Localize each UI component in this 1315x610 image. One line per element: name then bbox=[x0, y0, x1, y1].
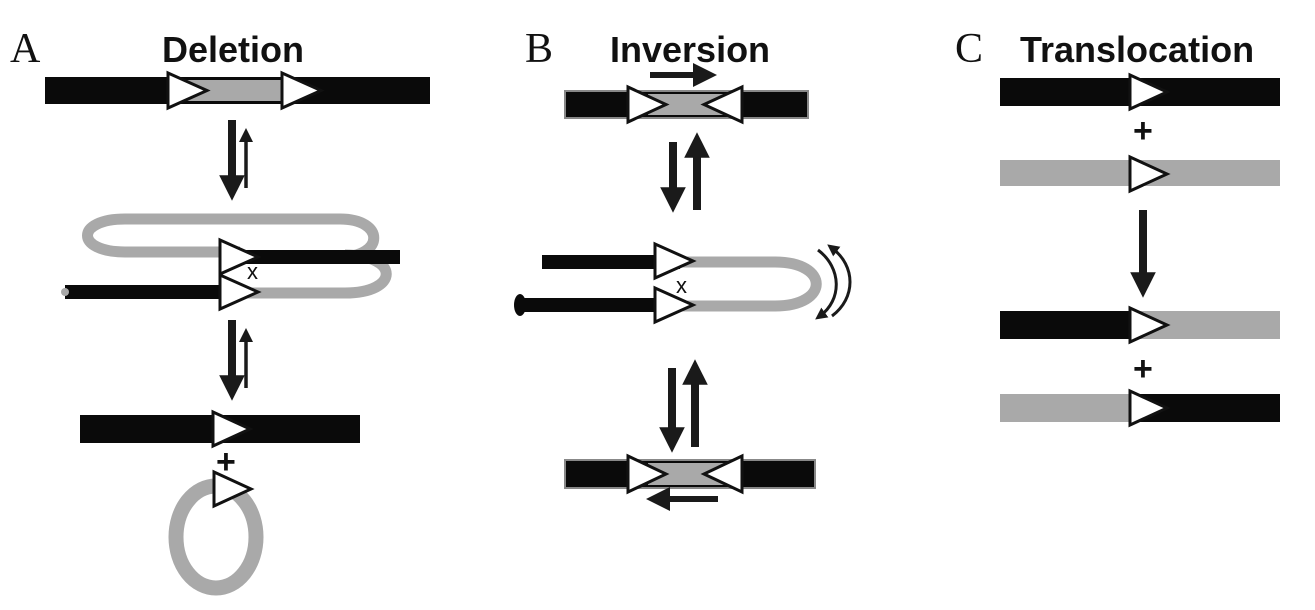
plus-sign: + bbox=[216, 443, 236, 481]
site-triangle-icon bbox=[1128, 305, 1171, 345]
deletion-substrate bbox=[45, 70, 430, 111]
site-triangle-icon bbox=[700, 84, 744, 125]
site-triangle-icon bbox=[653, 241, 697, 281]
inversion-equilibrium-arrows-2 bbox=[659, 359, 708, 453]
inversion-substrate bbox=[564, 63, 809, 125]
plus-sign: + bbox=[1133, 112, 1153, 150]
panel-translocation: C Translocation + + bbox=[955, 26, 1280, 428]
site-triangle-icon bbox=[626, 84, 670, 125]
panel-letter-c: C bbox=[955, 26, 983, 72]
panel-letter-b: B bbox=[525, 26, 553, 72]
site-triangle-icon bbox=[1128, 388, 1171, 428]
deletion-products: + bbox=[80, 409, 360, 596]
site-triangle-icon bbox=[653, 285, 697, 325]
panel-title-translocation: Translocation bbox=[1020, 29, 1254, 70]
site-triangle-icon bbox=[1128, 72, 1171, 112]
site-triangle-icon bbox=[1128, 154, 1171, 194]
site-triangle-icon bbox=[211, 409, 254, 449]
panel-title-inversion: Inversion bbox=[610, 29, 770, 70]
panel-letter-a: A bbox=[10, 26, 41, 72]
translocation-products: + bbox=[1000, 305, 1280, 428]
translocation-substrates: + bbox=[1000, 72, 1280, 194]
inversion-synapsis: x bbox=[514, 241, 852, 325]
site-triangle-icon bbox=[218, 272, 262, 312]
rotation-arrow-icon bbox=[815, 248, 838, 320]
rotation-arrow-icon bbox=[827, 244, 852, 318]
site-triangle-icon bbox=[626, 453, 670, 495]
site-triangle-icon bbox=[212, 469, 255, 509]
site-triangle-icon bbox=[700, 453, 744, 495]
deletion-synapsis: x bbox=[61, 213, 400, 312]
panel-deletion: A Deletion x bbox=[10, 26, 430, 596]
inversion-product bbox=[564, 453, 816, 511]
crossover-mark: x bbox=[676, 273, 687, 298]
plus-sign: + bbox=[1133, 350, 1153, 388]
panel-inversion: B Inversion x bbox=[514, 26, 852, 511]
inversion-equilibrium-arrows-1 bbox=[660, 132, 710, 213]
site-triangle-icon bbox=[218, 237, 262, 277]
site-triangle-icon bbox=[166, 70, 211, 111]
site-triangle-icon bbox=[280, 70, 325, 111]
deletion-equilibrium-arrows-1 bbox=[219, 120, 253, 201]
deletion-equilibrium-arrows-2 bbox=[219, 320, 253, 401]
panel-title-deletion: Deletion bbox=[162, 29, 304, 70]
crossover-mark: x bbox=[247, 259, 258, 284]
